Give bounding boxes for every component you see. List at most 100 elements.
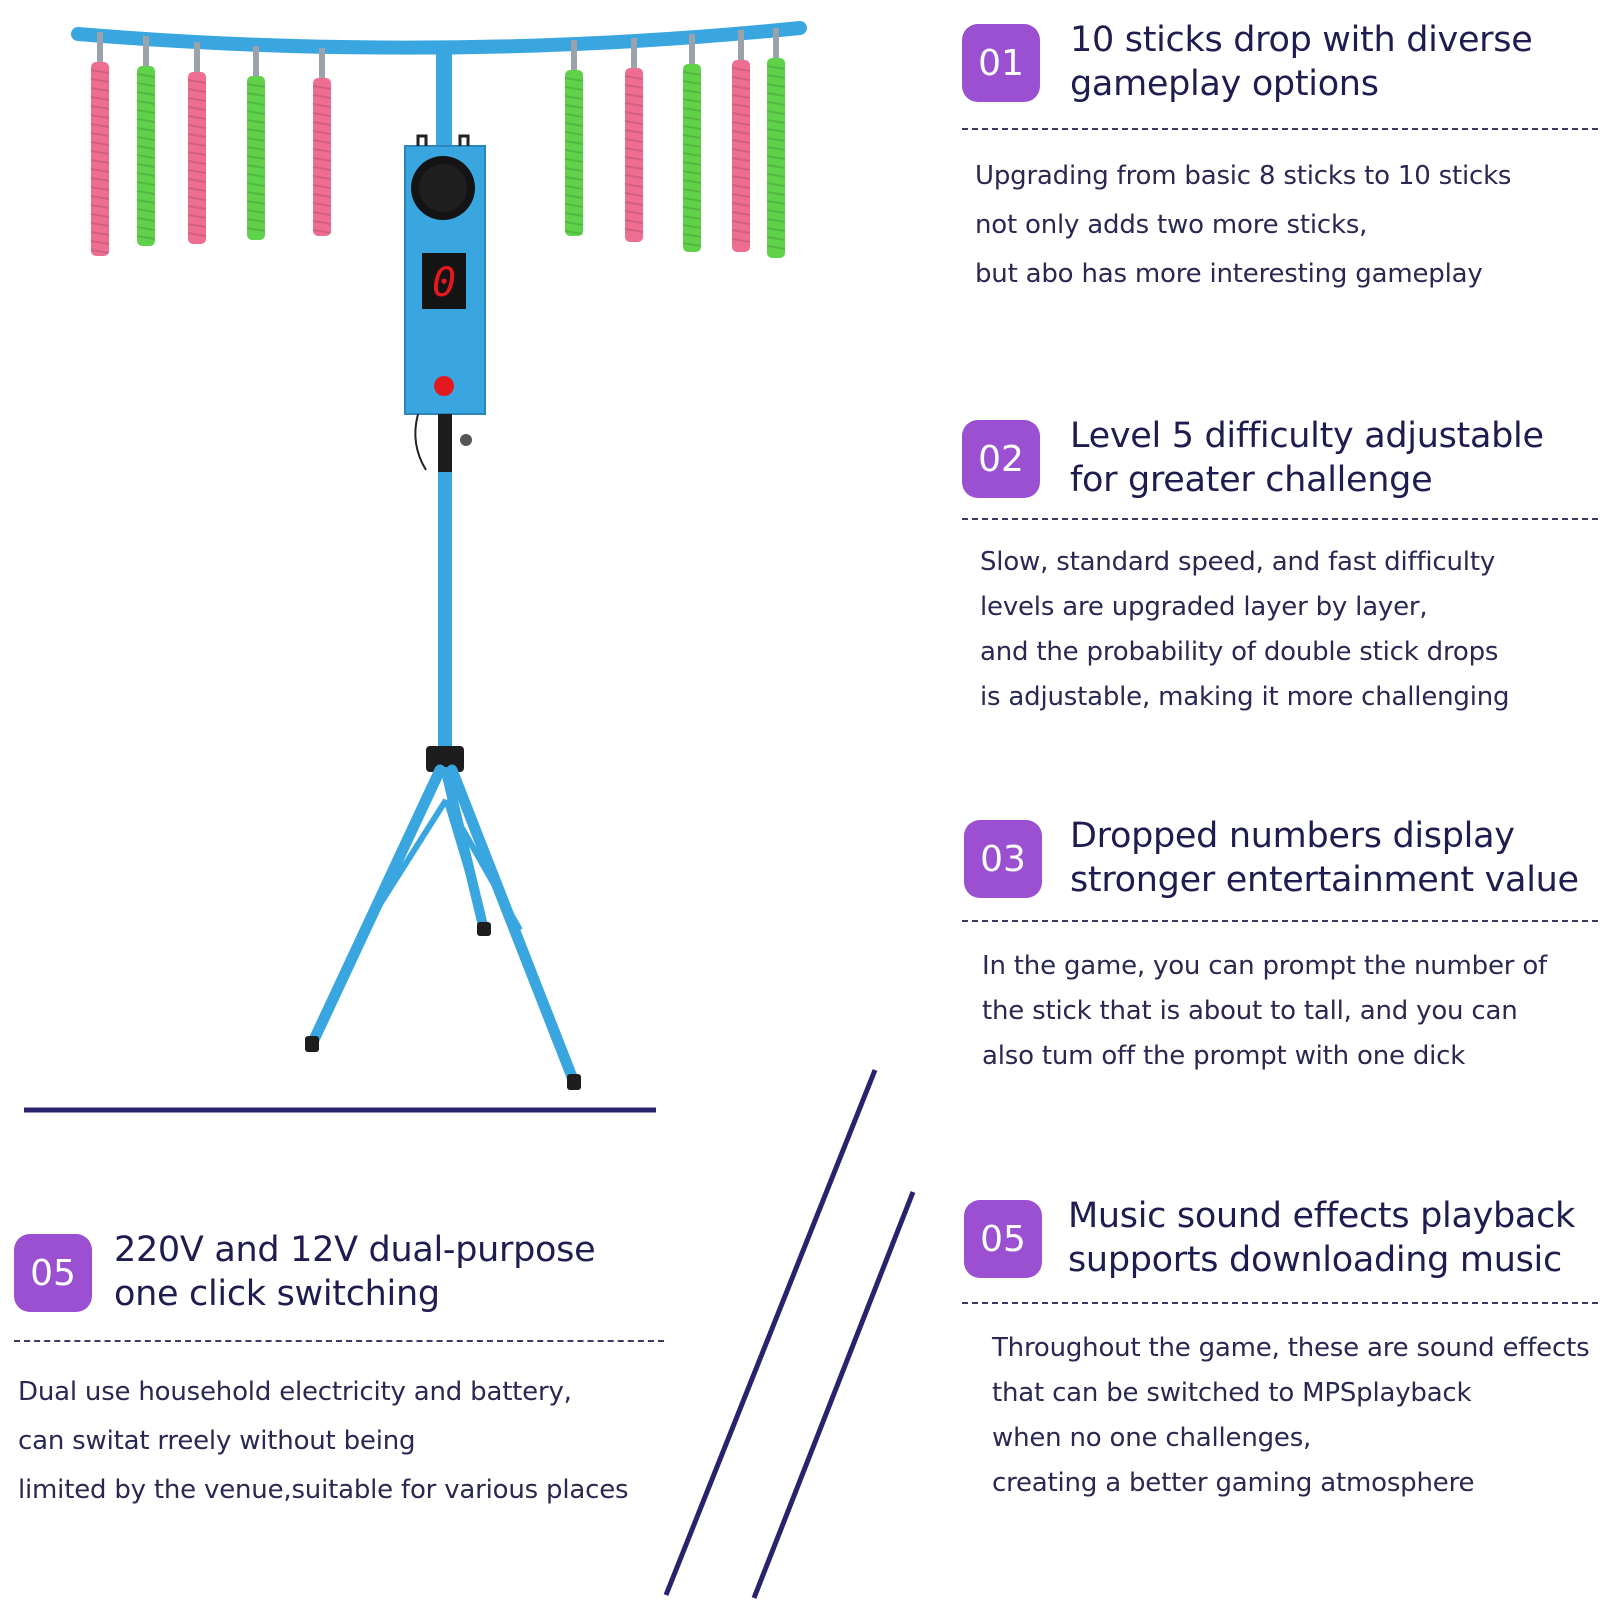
stick-grip-line <box>90 186 110 191</box>
drop-stick <box>137 66 155 246</box>
lower-pole <box>438 472 452 762</box>
stick-grip-line <box>90 132 110 137</box>
stick-grip-line <box>766 200 786 205</box>
stick-grip-line <box>187 187 207 192</box>
stick-grip-line <box>766 182 786 187</box>
drop-stick <box>247 76 265 240</box>
drop-stick <box>91 62 109 256</box>
stick-grip-line <box>731 193 751 198</box>
stick-grip-line <box>312 103 332 108</box>
stick-grip-line <box>564 212 584 217</box>
stick-row <box>90 28 786 258</box>
stick-grip-line <box>246 155 266 160</box>
stick-grip-line <box>90 213 110 218</box>
stick-grip-line <box>90 222 110 227</box>
stick-grip-line <box>90 141 110 146</box>
stick-grip-line <box>682 116 702 121</box>
stick-grip-line <box>90 78 110 83</box>
stick-grip-line <box>564 185 584 190</box>
stick-grip-line <box>187 232 207 237</box>
stick-grip-line <box>187 124 207 129</box>
stick-grip-line <box>624 129 644 134</box>
feature-divider <box>962 128 1598 130</box>
stick-grip-line <box>187 214 207 219</box>
stick-grip-line <box>312 130 332 135</box>
stick-grip-line <box>90 231 110 236</box>
stick-grip-line <box>187 151 207 156</box>
feature-heading: 220V and 12V dual-purpose one click swit… <box>114 1230 596 1314</box>
stick-grip-line <box>246 173 266 178</box>
stick-grip-line <box>682 233 702 238</box>
stick-grip-line <box>564 176 584 181</box>
stick-grip-line <box>90 177 110 182</box>
stick-grip-line <box>731 130 751 135</box>
stick-grip-line <box>312 94 332 99</box>
stick-grip-line <box>624 102 644 107</box>
stick-grip-line <box>136 190 156 195</box>
stick-grip-line <box>682 179 702 184</box>
stick-grip-line <box>766 155 786 160</box>
stick-grip-line <box>766 110 786 115</box>
stick-grip-line <box>90 168 110 173</box>
stick-grip-line <box>312 85 332 90</box>
stick-hook <box>571 40 577 72</box>
stick-grip-line <box>312 166 332 171</box>
stick-grip-line <box>624 147 644 152</box>
stick-grip-line <box>246 128 266 133</box>
stick-grip-line <box>766 164 786 169</box>
stick-grip-line <box>766 191 786 196</box>
stick-hook <box>631 38 637 70</box>
stick-grip-line <box>766 227 786 232</box>
stick-grip-line <box>682 143 702 148</box>
feature-badge: 05 <box>14 1234 92 1312</box>
stick-grip-line <box>766 245 786 250</box>
stick-grip-line <box>564 149 584 154</box>
diagonal-rule-left <box>663 1069 878 1596</box>
stick-grip-line <box>564 77 584 82</box>
stick-grip-line <box>731 166 751 171</box>
stick-grip-line <box>766 65 786 70</box>
stick-grip-line <box>624 192 644 197</box>
stick-grip-line <box>624 183 644 188</box>
stick-grip-line <box>312 184 332 189</box>
stick-grip-line <box>136 118 156 123</box>
feature-badge: 02 <box>962 420 1040 498</box>
stick-grip-line <box>246 137 266 142</box>
stick-grip-line <box>312 202 332 207</box>
stick-grip-line <box>136 109 156 114</box>
stick-hook <box>738 30 744 62</box>
stick-grip-line <box>312 211 332 216</box>
stick-grip-line <box>246 227 266 232</box>
stick-grip-line <box>246 119 266 124</box>
stick-grip-line <box>187 106 207 111</box>
stick-grip-line <box>246 101 266 106</box>
stick-grip-line <box>246 209 266 214</box>
stick-grip-line <box>624 210 644 215</box>
stick-grip-line <box>136 181 156 186</box>
stick-grip-line <box>564 86 584 91</box>
stick-grip-line <box>90 114 110 119</box>
stick-grip-line <box>312 112 332 117</box>
feature-body: Dual use household electricity and batte… <box>18 1377 629 1505</box>
feature-body: Slow, standard speed, and fast difficult… <box>980 547 1510 712</box>
stick-grip-line <box>136 127 156 132</box>
stick-grip-line <box>731 184 751 189</box>
stick-grip-line <box>624 75 644 80</box>
drop-stick <box>313 78 331 236</box>
stick-grip-line <box>731 112 751 117</box>
stick-hook <box>773 28 779 60</box>
top-bar <box>71 21 807 55</box>
stick-grip-line <box>766 209 786 214</box>
stick-grip-line <box>564 221 584 226</box>
feature-heading: Level 5 difficulty adjustable for greate… <box>1070 416 1544 500</box>
stick-grip-line <box>731 67 751 72</box>
stick-grip-line <box>731 229 751 234</box>
stick-grip-line <box>731 94 751 99</box>
stick-grip-line <box>564 167 584 172</box>
stick-grip-line <box>682 242 702 247</box>
stick-grip-line <box>564 158 584 163</box>
stick-grip-line <box>90 150 110 155</box>
stick-grip-line <box>187 205 207 210</box>
tripod-leg-back <box>441 767 489 935</box>
